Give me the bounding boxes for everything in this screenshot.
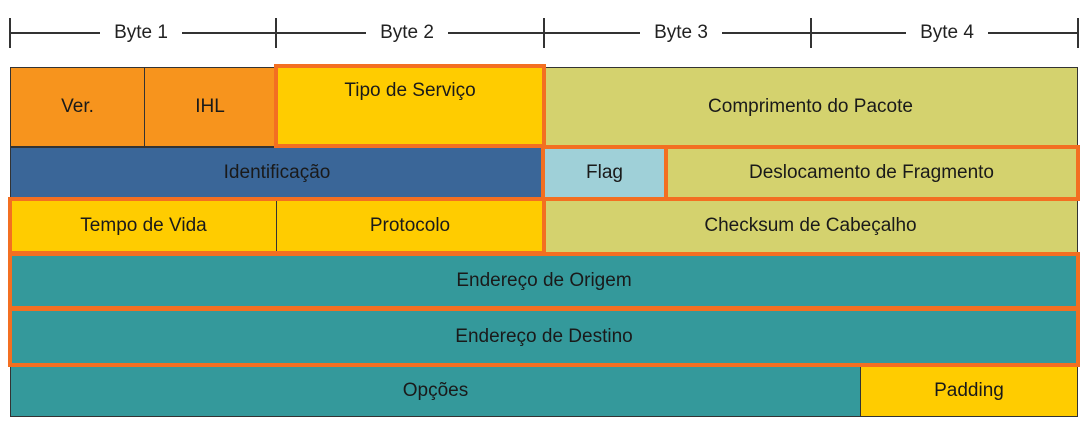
field-tipo-servico: Tipo de Serviço — [276, 67, 544, 147]
field-protocolo: Protocolo — [276, 199, 544, 253]
field-endereco-destino: Endereço de Destino — [10, 308, 1078, 365]
field-ihl: IHL — [144, 67, 276, 147]
ruler-tick — [810, 18, 812, 48]
field-identificacao: Identificação — [10, 147, 544, 199]
byte-label-1: Byte 1 — [100, 20, 182, 46]
field-padding: Padding — [860, 365, 1078, 417]
ruler-tick — [1077, 18, 1079, 48]
byte-label-4: Byte 4 — [906, 20, 988, 46]
field-comprimento-pacote: Comprimento do Pacote — [543, 67, 1078, 147]
ruler-tick — [9, 18, 11, 48]
field-tempo-vida: Tempo de Vida — [10, 199, 277, 253]
field-flag: Flag — [543, 147, 666, 199]
ruler-tick — [275, 18, 277, 48]
field-checksum-cabecalho: Checksum de Cabeçalho — [543, 199, 1078, 253]
field-endereco-origem: Endereço de Origem — [10, 253, 1078, 308]
byte-label-2: Byte 2 — [366, 20, 448, 46]
field-ver: Ver. — [10, 67, 145, 147]
field-opcoes: Opções — [10, 365, 861, 417]
ruler-tick — [543, 18, 545, 48]
field-deslocamento-fragmento: Deslocamento de Fragmento — [665, 147, 1078, 199]
byte-label-3: Byte 3 — [640, 20, 722, 46]
